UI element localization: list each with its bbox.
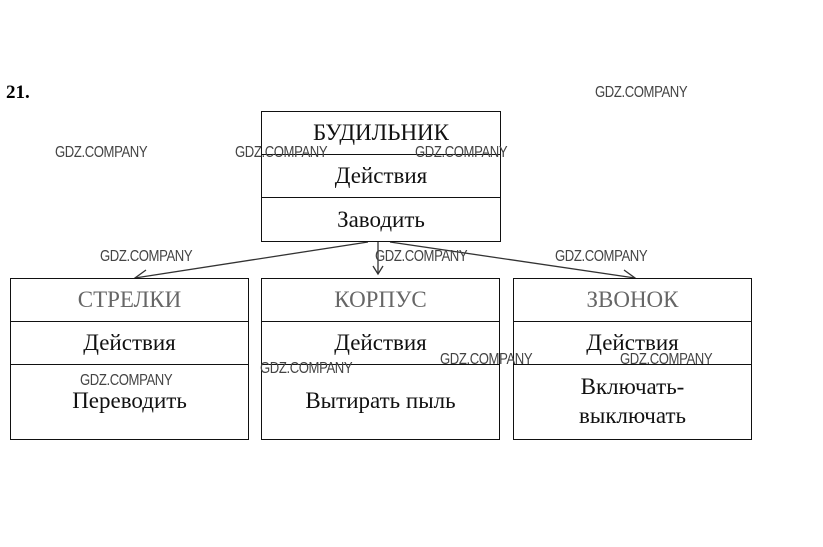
watermark: GDZ.COMPANY	[100, 248, 193, 265]
watermark: GDZ.COMPANY	[620, 351, 713, 368]
watermark: GDZ.COMPANY	[415, 144, 508, 161]
problem-number: 21.	[6, 82, 30, 103]
class-action: Вытирать пыль	[305, 388, 456, 414]
arrowhead-korpus	[372, 265, 384, 276]
class-title: КОРПУС	[262, 279, 499, 322]
class-action: Включать-выключать	[579, 373, 686, 428]
arrow-to-strelki	[134, 241, 369, 279]
class-box-budilnik: БУДИЛЬНИК Действия Заводить	[261, 111, 501, 242]
class-box-zvonok: ЗВОНОК Действия Включать-выключать	[513, 278, 752, 440]
watermark: GDZ.COMPANY	[440, 351, 533, 368]
class-section: Действия	[514, 322, 751, 365]
class-box-korpus: КОРПУС Действия Вытирать пыль	[261, 278, 500, 440]
class-section: Действия	[262, 322, 499, 365]
watermark: GDZ.COMPANY	[375, 248, 468, 265]
class-section: Действия	[11, 322, 248, 365]
class-action: Заводить	[337, 206, 425, 232]
class-title: БУДИЛЬНИК	[262, 112, 500, 155]
watermark: GDZ.COMPANY	[80, 372, 173, 389]
watermark: GDZ.COMPANY	[555, 248, 648, 265]
watermark: GDZ.COMPANY	[235, 144, 328, 161]
class-title: ЗВОНОК	[514, 279, 751, 322]
watermark: GDZ.COMPANY	[260, 360, 353, 377]
class-action: Переводить	[72, 388, 187, 414]
class-box-strelki: СТРЕЛКИ Действия Переводить	[10, 278, 249, 440]
class-section: Действия	[262, 155, 500, 198]
watermark: GDZ.COMPANY	[55, 144, 148, 161]
watermark: GDZ.COMPANY	[595, 84, 688, 101]
class-title: СТРЕЛКИ	[11, 279, 248, 322]
arrow-to-zvonok	[389, 241, 636, 279]
